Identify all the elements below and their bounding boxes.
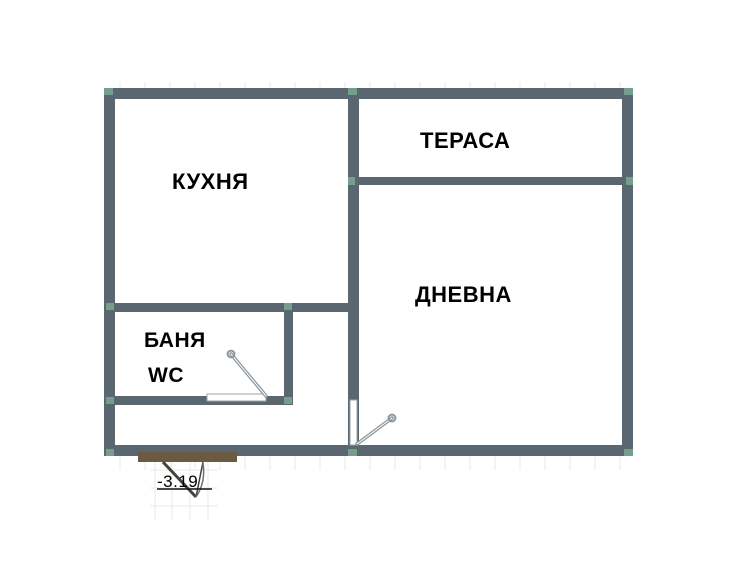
living-door-leaf-highlight (356, 417, 393, 445)
bathroom-door-panel (206, 393, 267, 402)
bathroom-door[interactable] (206, 349, 268, 402)
entrance-threshold (138, 452, 237, 462)
wall-exterior-bottom (104, 445, 633, 456)
bathroom-door-leaf-highlight (230, 353, 267, 397)
elevation-marker-value: -3.19 (157, 472, 199, 491)
living-door[interactable] (349, 399, 397, 446)
wall-exterior-left (104, 88, 115, 456)
room-label-kitchen: КУХНЯ (172, 169, 249, 194)
bathroom-door-knuckle (226, 349, 236, 359)
wall-partition-vertical-main (348, 88, 359, 456)
wall-partition-bath-bottom (104, 396, 293, 405)
living-door-panel (349, 399, 358, 446)
room-label-living: ДНЕВНА (415, 282, 512, 307)
wall-partition-terrace (348, 177, 633, 185)
wall-exterior-right (622, 88, 633, 456)
living-door-knuckle (387, 413, 397, 423)
wall-joints (104, 88, 633, 456)
walls-group (104, 88, 633, 456)
wall-exterior-top (104, 88, 633, 99)
elevation-marker-symbol (157, 460, 212, 499)
room-label-bathroom: БАНЯ (144, 329, 206, 352)
wall-partition-kitchen-bottom (104, 303, 359, 312)
room-label-wc: WC (148, 364, 184, 387)
room-label-terrace: ТЕРАСА (420, 128, 511, 153)
wall-partition-bath-right (284, 303, 293, 404)
